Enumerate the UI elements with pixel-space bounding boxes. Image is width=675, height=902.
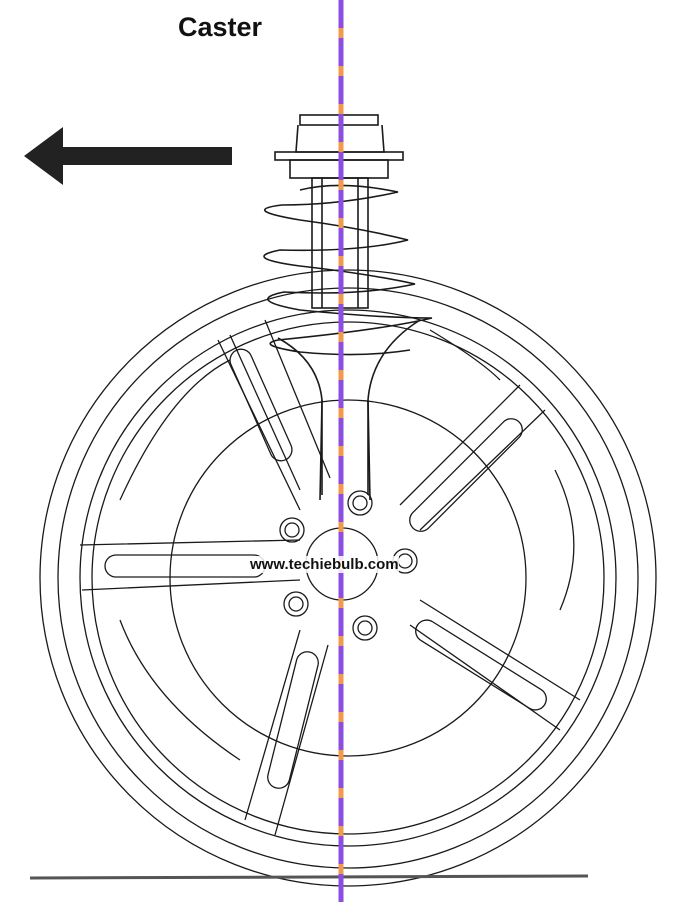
diagram-title: Caster [178, 12, 263, 42]
watermark-text: www.techiebulb.com [250, 556, 399, 573]
ground-line [29, 874, 589, 880]
wheel [39, 269, 657, 887]
arrow-left-icon [24, 127, 232, 185]
